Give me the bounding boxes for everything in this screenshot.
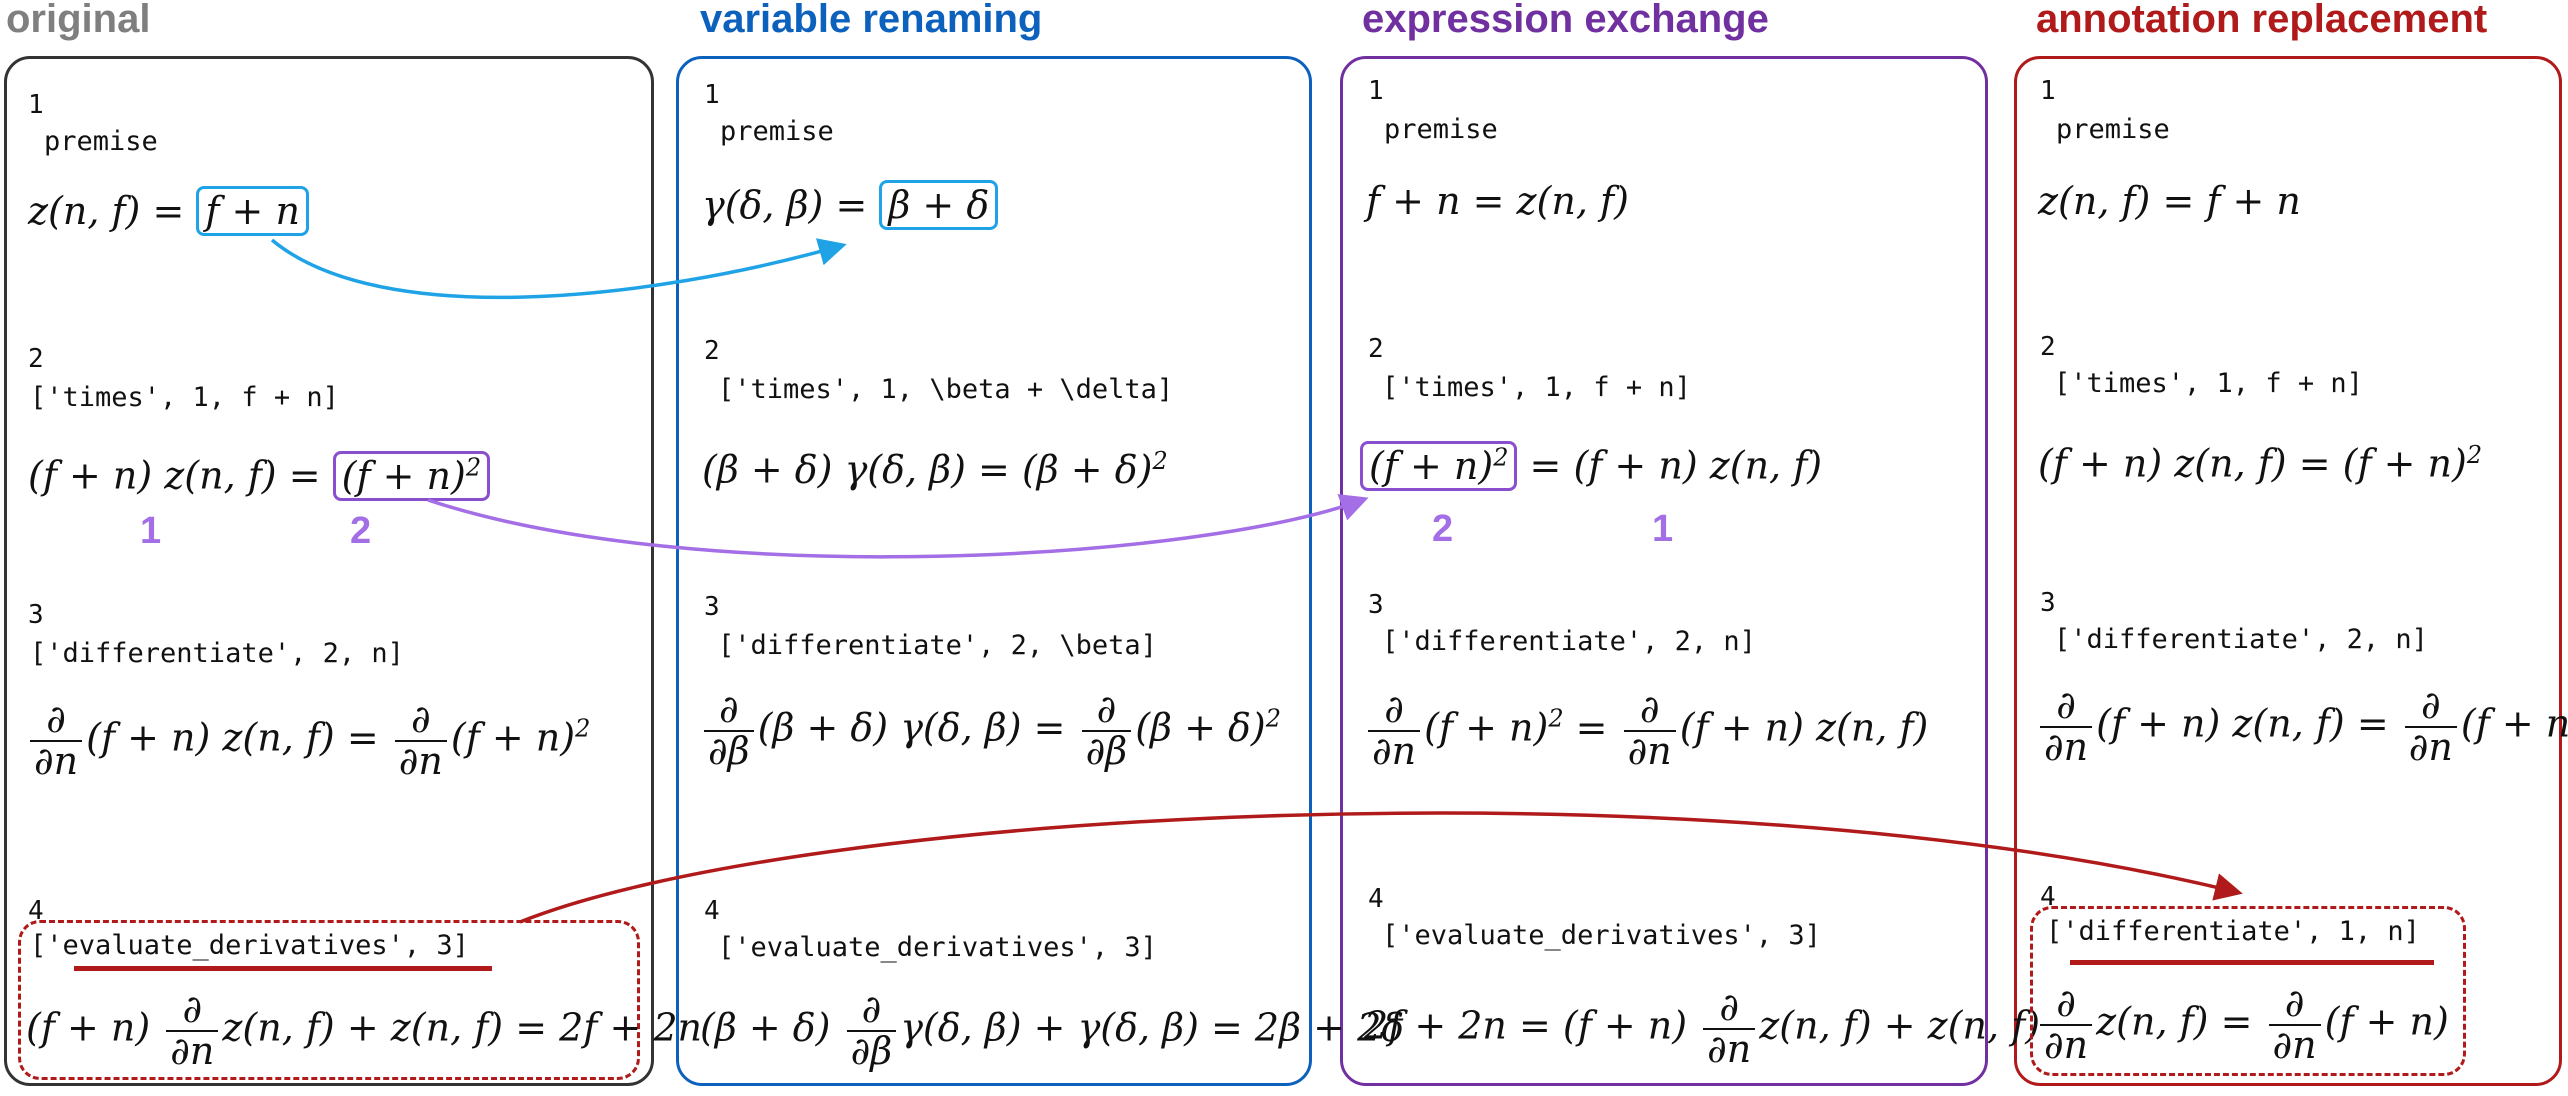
step-number: 3	[28, 600, 44, 630]
annotation-differentiate: ['differentiate', 2, n]	[2054, 624, 2428, 655]
equation-1: z(n, f) = f + n	[28, 186, 309, 236]
equation-1: f + n = z(n, f)	[1366, 179, 1629, 223]
title-original: original	[6, 0, 151, 41]
annotation-times: ['times', 1, \beta + \delta]	[718, 374, 1174, 405]
annotation-times: ['times', 1, f + n]	[30, 382, 339, 413]
annotation-differentiate: ['differentiate', 2, \beta]	[718, 630, 1157, 661]
annotation-premise: premise	[2056, 114, 2170, 145]
step-number: 1	[1368, 76, 1384, 106]
step-number: 4	[1368, 884, 1384, 914]
panel-original	[4, 56, 654, 1086]
step-number: 3	[2040, 588, 2056, 618]
marker-2: 2	[350, 510, 372, 552]
panel-variable-renaming	[676, 56, 1312, 1086]
step-number: 2	[2040, 332, 2056, 362]
step-number: 4	[704, 896, 720, 926]
marker-1: 1	[140, 510, 162, 552]
highlight-box-blue: β + δ	[879, 180, 999, 230]
step-number: 3	[704, 592, 720, 622]
step-number: 1	[2040, 76, 2056, 106]
underline-original	[74, 966, 492, 971]
highlight-box-blue: f + n	[196, 186, 309, 236]
step-number: 4	[2040, 882, 2056, 912]
equation-2: (f + n) z(n, f) = (f + n)2	[2038, 441, 2483, 486]
underline-replacement	[2070, 960, 2434, 965]
annotation-evaluate-derivatives: ['evaluate_derivatives', 3]	[30, 930, 469, 961]
annotation-differentiate: ['differentiate', 2, n]	[30, 638, 404, 669]
annotation-differentiate-replaced: ['differentiate', 1, n]	[2046, 916, 2420, 947]
equation-3: ∂∂n(f + n) z(n, f) = ∂∂n(f + n)2	[2036, 685, 2568, 768]
annotation-premise: premise	[720, 116, 834, 147]
highlight-box-purple: (f + n)2	[1360, 440, 1518, 491]
step-number: 1	[28, 90, 44, 120]
step-number: 1	[704, 80, 720, 110]
annotation-evaluate-derivatives: ['evaluate_derivatives', 3]	[1382, 920, 1821, 951]
annotation-times: ['times', 1, f + n]	[2054, 368, 2363, 399]
step-number: 4	[28, 896, 44, 926]
equation-2: (f + n) z(n, f) = (f + n)2	[28, 442, 491, 501]
equation-2: (β + δ) γ(δ, β) = (β + δ)2	[702, 447, 1168, 492]
annotation-premise: premise	[1384, 114, 1498, 145]
step-number: 2	[1368, 334, 1384, 364]
annotation-times: ['times', 1, f + n]	[1382, 372, 1691, 403]
marker-1: 1	[1652, 508, 1674, 550]
equation-1: z(n, f) = f + n	[2038, 179, 2301, 223]
step-number: 2	[704, 336, 720, 366]
dashed-highlight-original	[18, 920, 640, 1080]
dashed-highlight-replacement	[2030, 906, 2466, 1076]
equation-1: γ(δ, β) = β + δ	[702, 180, 999, 230]
arrow-purple	[427, 494, 1369, 559]
equation-3: ∂∂n(f + n)2 = ∂∂n(f + n) z(n, f)	[1364, 689, 1928, 772]
equation-2: (f + n)2 = (f + n) z(n, f)	[1360, 432, 1822, 491]
highlight-box-purple: (f + n)2	[332, 450, 491, 501]
panel-expression-exchange	[1340, 56, 1988, 1086]
panel-annotation-replacement	[2014, 56, 2562, 1086]
title-annotation-replacement: annotation replacement	[2036, 0, 2488, 41]
annotation-premise: premise	[44, 126, 158, 157]
equation-3: ∂∂β(β + δ) γ(δ, β) = ∂∂β(β + δ)2	[700, 689, 1281, 772]
arrow-red	[519, 811, 2243, 924]
annotation-evaluate-derivatives: ['evaluate_derivatives', 3]	[718, 932, 1157, 963]
marker-2: 2	[1432, 508, 1454, 550]
title-expression-exchange: expression exchange	[1362, 0, 1769, 41]
annotation-differentiate: ['differentiate', 2, n]	[1382, 626, 1756, 657]
step-number: 2	[28, 344, 44, 374]
title-variable-renaming: variable renaming	[700, 0, 1043, 41]
step-number: 3	[1368, 590, 1384, 620]
arrow-blue	[270, 238, 847, 300]
equation-3: ∂∂n(f + n) z(n, f) = ∂∂n(f + n)2	[26, 699, 590, 782]
